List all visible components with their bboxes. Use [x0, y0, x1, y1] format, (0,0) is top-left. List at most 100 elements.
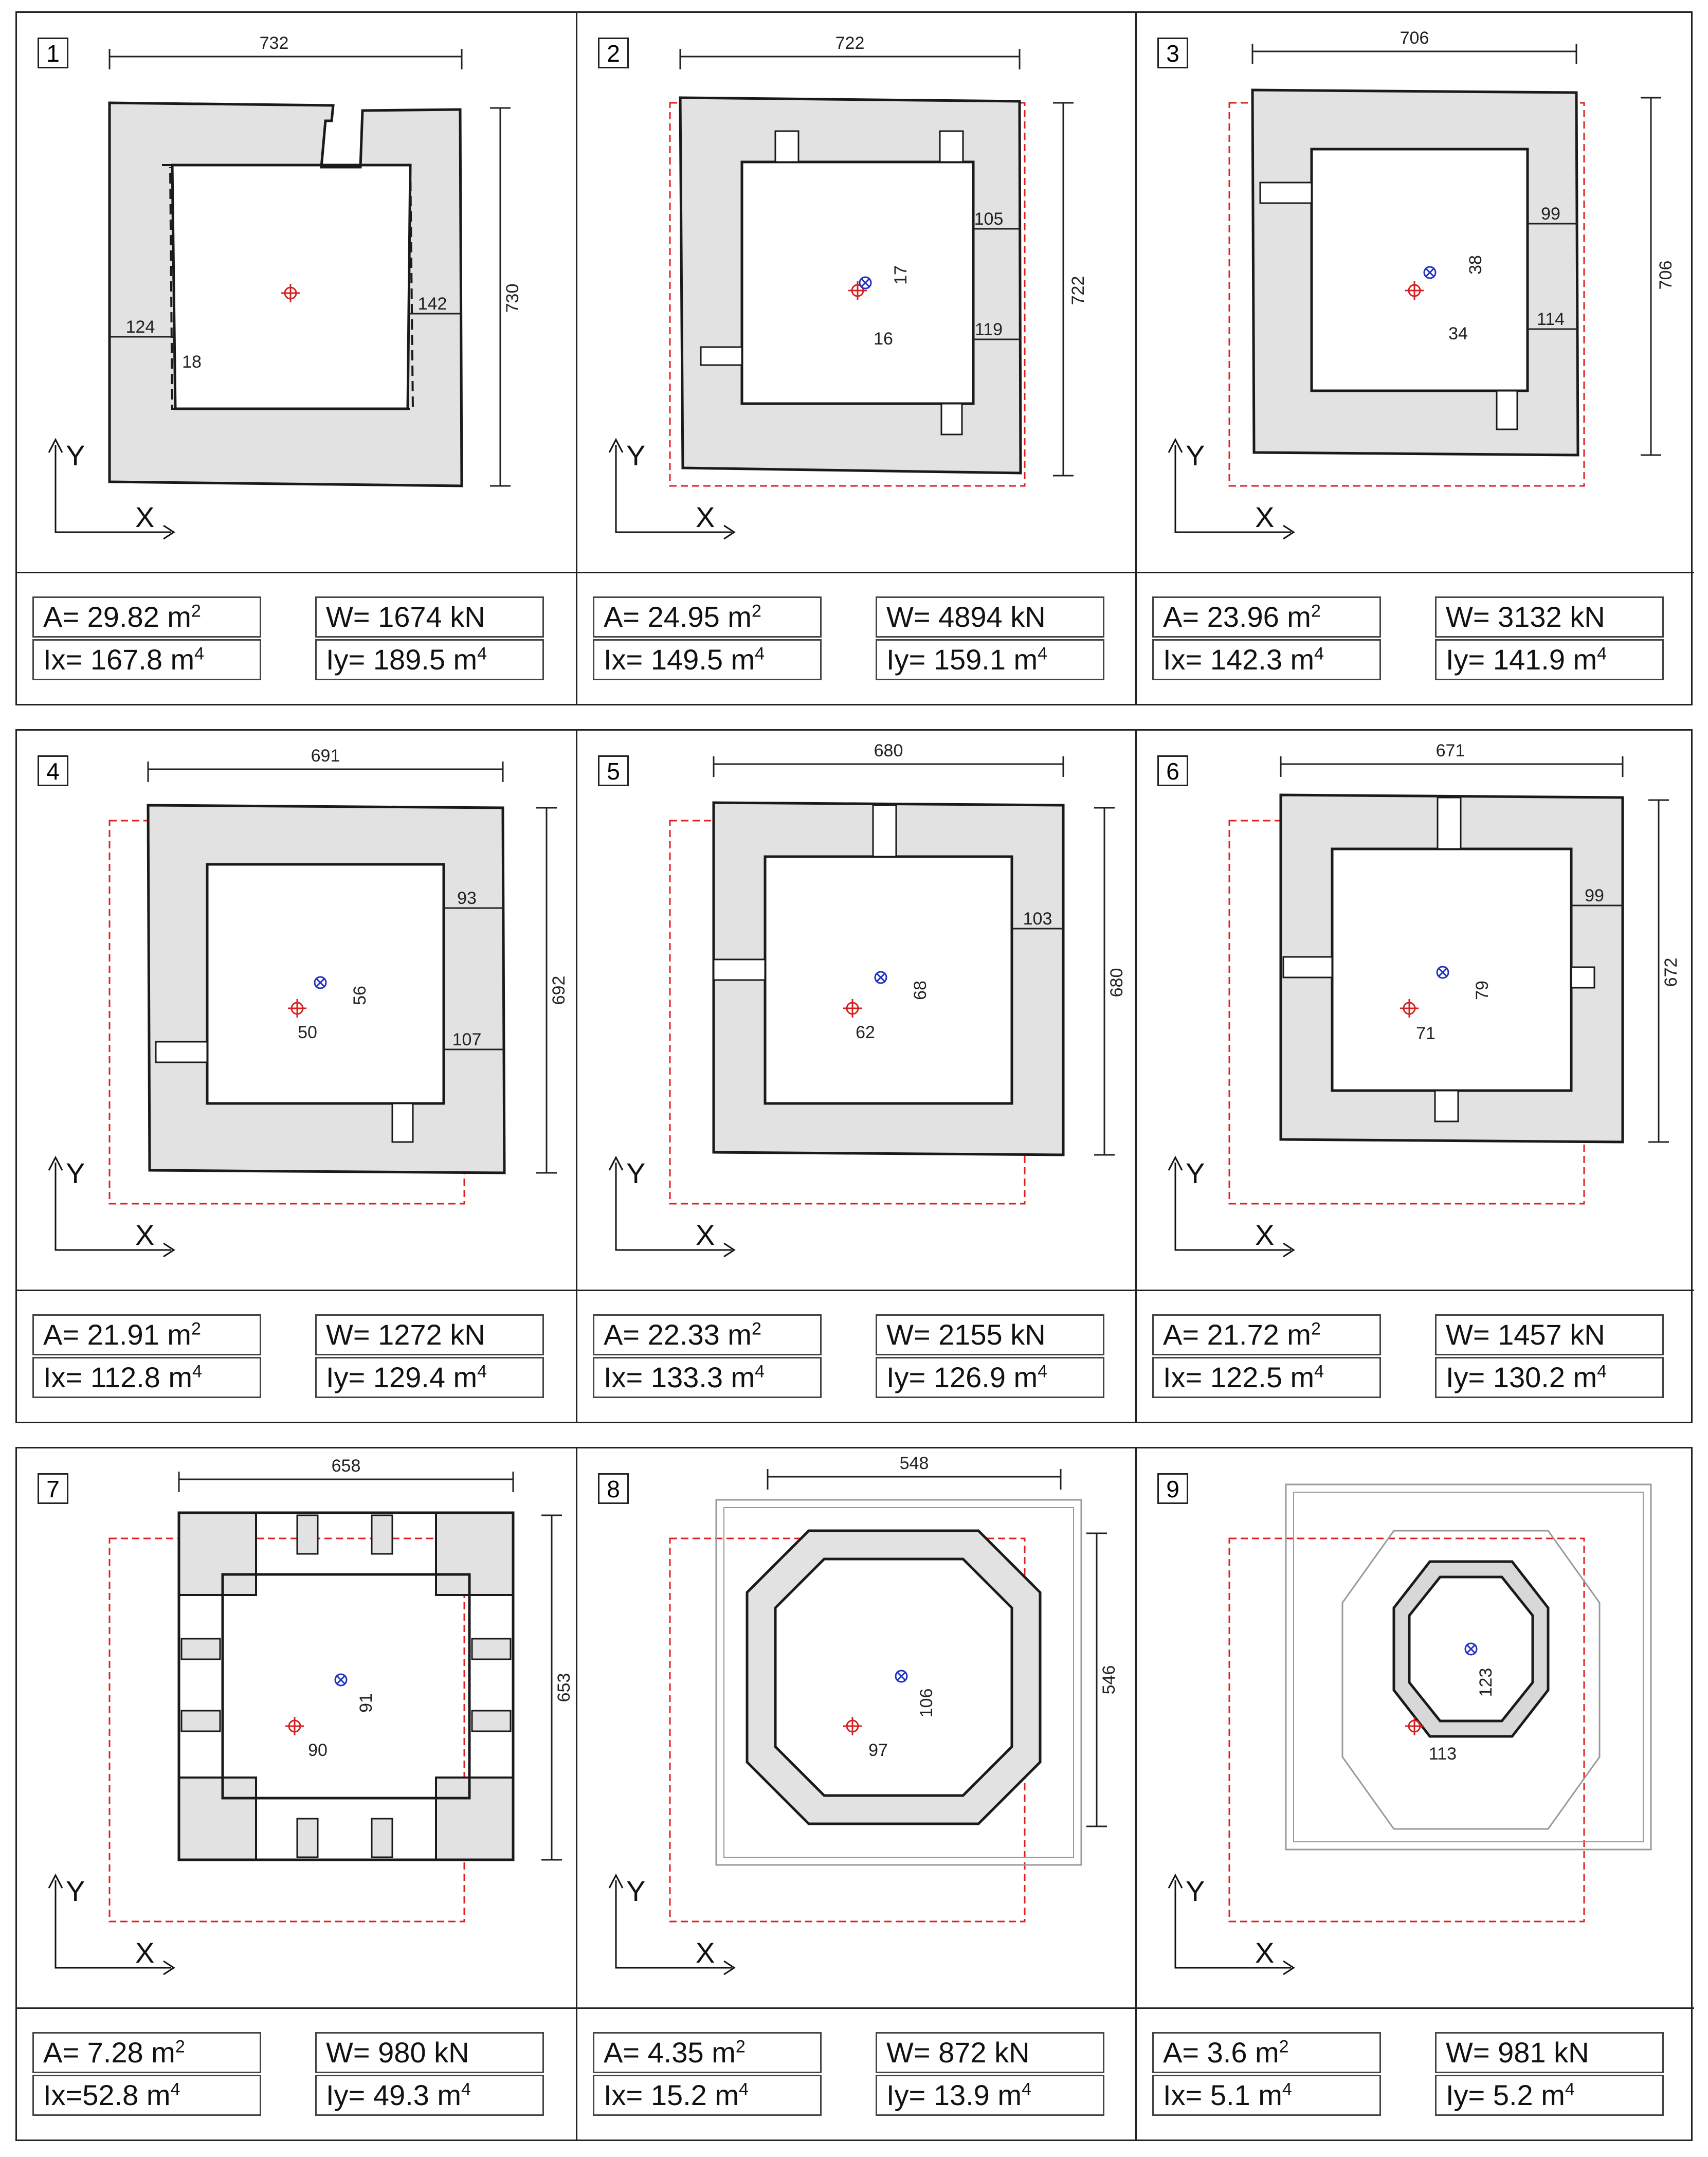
panel-5: 680 680 103 62 68 Y X 5 A= 22.33 m2 W= 2…: [576, 731, 1135, 1422]
area-value: A= 3.6 m2: [1152, 2032, 1381, 2073]
row-1: 732 730 124 142 18 Y X 1 A= 29.82 m2 W= …: [15, 11, 1694, 705]
dim-wall-right-1: 105: [974, 209, 1004, 229]
plan-svg-5: 680 680 103 62 68 Y X: [608, 741, 1126, 1258]
weight-value: W= 872 kN: [876, 2032, 1104, 2073]
area-value: A= 23.96 m2: [1152, 596, 1381, 638]
panel-number: 6: [1157, 755, 1188, 786]
x-axis-label: X: [696, 1219, 715, 1251]
plan-drawing-1: 732 730 124 142 18 Y X 1: [17, 13, 576, 572]
dim-offset: 18: [182, 352, 202, 372]
properties-panel-7: A= 7.28 m2 W= 980 kN Ix=52.8 m4 Iy= 49.3…: [17, 2007, 576, 2140]
wall-section: [1279, 793, 1624, 1144]
plan-svg-2: 722 722 105 119 16 17 Y X: [608, 33, 1088, 540]
octagonal-drum: [1392, 1560, 1550, 1738]
inertia-y-value: Iy= 159.1 m4: [876, 639, 1104, 680]
y-axis-label: Y: [1186, 1875, 1205, 1907]
panel-number: 1: [38, 38, 68, 68]
outer-frame: [177, 1511, 515, 1861]
reference-outline: [669, 820, 1026, 1205]
outer-octagon: [1341, 1530, 1601, 1830]
panel-number: 3: [1157, 38, 1188, 68]
weight-value: W= 4894 kN: [876, 596, 1104, 638]
mass-centre-marker: [1436, 966, 1449, 979]
plan-drawing-2: 722 722 105 119 16 17 Y X 2: [577, 13, 1135, 572]
y-axis-label: Y: [1186, 1157, 1205, 1189]
dim-wall-right-1: 103: [1023, 909, 1052, 929]
dim-right: 546: [1099, 1665, 1119, 1695]
inertia-y-value: Iy= 189.5 m4: [315, 639, 544, 680]
centroid-marker: [843, 1717, 862, 1735]
mass-centre-marker: [859, 276, 872, 289]
properties-panel-8: A= 4.35 m2 W= 872 kN Ix= 15.2 m4 Iy= 13.…: [577, 2007, 1135, 2140]
properties-panel-1: A= 29.82 m2 W= 1674 kN Ix= 167.8 m4 Iy= …: [17, 572, 576, 704]
dim-wall-right-1: 93: [457, 889, 477, 908]
x-axis-label: X: [135, 1936, 154, 1969]
plan-drawing-8: 548 546 97 106 Y X 8: [577, 1448, 1135, 2007]
x-axis-label: X: [135, 1219, 154, 1251]
mass-centre-marker: [314, 976, 327, 989]
plan-drawing-6: 671 672 99 71 79 Y X 6: [1137, 731, 1694, 1290]
panel-7: 658 653 90 91 Y X 7 A= 7.28 m2 W= 980 kN…: [17, 1448, 576, 2140]
panel-9: 113 123 Y X 9 A= 3.6 m2 W= 981 kN Ix= 5.…: [1135, 1448, 1694, 2140]
inertia-y-value: Iy= 5.2 m4: [1435, 2075, 1664, 2116]
inertia-x-value: Ix= 5.1 m4: [1152, 2075, 1381, 2116]
dim-ex: 34: [1448, 324, 1468, 343]
dim-wall-right-2: 114: [1537, 310, 1565, 329]
inertia-y-value: Iy= 13.9 m4: [876, 2075, 1104, 2116]
dim-top: 671: [1436, 741, 1465, 760]
dim-right: 692: [549, 976, 569, 1005]
properties-panel-4: A= 21.91 m2 W= 1272 kN Ix= 112.8 m4 Iy= …: [17, 1290, 576, 1422]
panel-2: 722 722 105 119 16 17 Y X 2 A= 24.95 m2 …: [576, 13, 1135, 704]
panel-number: 4: [38, 755, 68, 786]
plan-svg-4: 691 692 93 107 50 56 Y X: [48, 746, 569, 1258]
weight-value: W= 1272 kN: [315, 1314, 544, 1355]
centroid-marker: [1405, 281, 1424, 300]
plan-svg-7: 658 653 90 91 Y X: [48, 1456, 574, 1975]
y-axis-label: Y: [626, 439, 645, 472]
dim-top: 548: [900, 1454, 929, 1473]
inertia-x-value: Ix= 15.2 m4: [593, 2075, 822, 2116]
properties-panel-9: A= 3.6 m2 W= 981 kN Ix= 5.1 m4 Iy= 5.2 m…: [1137, 2007, 1694, 2140]
inertia-x-value: Ix=52.8 m4: [32, 2075, 261, 2116]
row-2: 691 692 93 107 50 56 Y X 4 A= 21.91 m2 W…: [15, 729, 1694, 1423]
weight-value: W= 2155 kN: [876, 1314, 1104, 1355]
y-axis-label: Y: [1186, 439, 1205, 472]
x-axis-label: X: [696, 1936, 715, 1969]
inertia-y-value: Iy= 130.2 m4: [1435, 1357, 1664, 1398]
dim-ex: 50: [298, 1023, 317, 1042]
plan-svg-9: 113 123 Y X: [1168, 1483, 1652, 1975]
inertia-x-value: Ix= 112.8 m4: [32, 1357, 261, 1398]
wall-section: [1251, 88, 1579, 457]
inertia-x-value: Ix= 122.5 m4: [1152, 1357, 1381, 1398]
reference-outline: [1228, 1537, 1585, 1923]
dim-wall-right-2: 107: [452, 1030, 482, 1049]
area-value: A= 24.95 m2: [593, 596, 822, 638]
dim-wall-right: 142: [418, 294, 447, 314]
wall-section: [712, 801, 1065, 1156]
area-value: A= 22.33 m2: [593, 1314, 822, 1355]
dim-top: 732: [260, 33, 289, 53]
plan-svg-1: 732 730 124 142 18 Y X: [48, 33, 522, 540]
panel-number: 2: [598, 38, 629, 68]
inertia-x-value: Ix= 142.3 m4: [1152, 639, 1381, 680]
x-axis-label: X: [135, 501, 154, 533]
properties-panel-5: A= 22.33 m2 W= 2155 kN Ix= 133.3 m4 Iy= …: [577, 1290, 1135, 1422]
x-axis-label: X: [1255, 1936, 1274, 1969]
centroid-marker: [843, 999, 862, 1018]
panel-number: 8: [598, 1473, 629, 1504]
x-axis-label: X: [1255, 501, 1274, 533]
dim-top: 658: [332, 1456, 361, 1476]
weight-value: W= 1457 kN: [1435, 1314, 1664, 1355]
mass-centre-marker: [874, 971, 887, 984]
inner-frame: [221, 1573, 471, 1800]
reference-outline: [669, 1537, 1026, 1923]
dim-ex: 62: [856, 1023, 875, 1042]
reference-outline: [1228, 820, 1585, 1205]
plan-drawing-3: 706 706 99 114 34 38 Y X 3: [1137, 13, 1694, 572]
dim-top: 706: [1400, 28, 1429, 48]
inertia-y-value: Iy= 126.9 m4: [876, 1357, 1104, 1398]
y-axis-label: Y: [66, 1157, 85, 1189]
dim-right: 680: [1107, 968, 1126, 998]
y-axis-label: Y: [66, 439, 85, 472]
row-3: 658 653 90 91 Y X 7 A= 7.28 m2 W= 980 kN…: [15, 1447, 1694, 2141]
